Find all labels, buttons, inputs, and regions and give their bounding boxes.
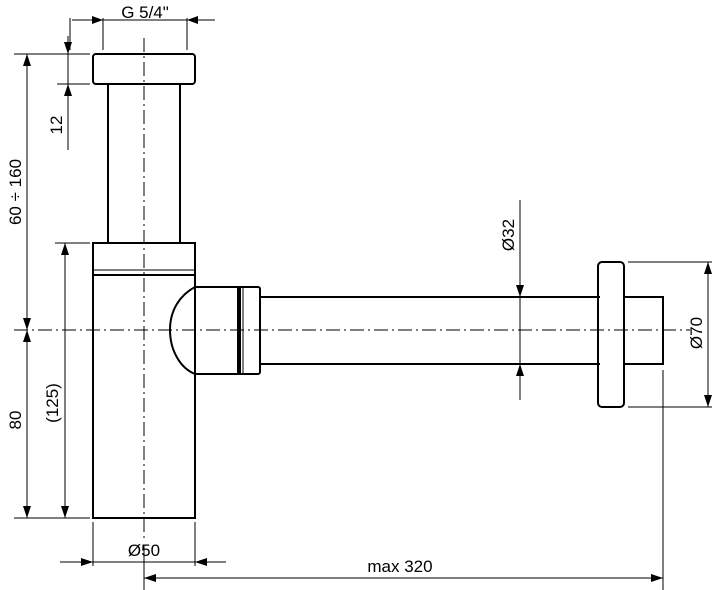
center-lines [14,38,690,540]
dimension-pipe-diameter: Ø32 [499,219,524,376]
dimension-tail-height: 60 ÷ 160 [6,54,31,330]
nut-height-label: 12 [47,116,66,135]
body-height-label: (125) [43,383,62,423]
trap-outline [92,53,664,519]
dimension-body-diameter: Ø50 [60,541,226,566]
outlet-height-label: 80 [6,411,25,430]
max-reach-label: max 320 [367,557,432,576]
dimension-max-reach: max 320 [144,557,663,582]
wall-flange [597,261,625,408]
dimension-thread: G 5/4" [72,3,215,24]
tail-height-label: 60 ÷ 160 [6,159,25,225]
pipe-diameter-label: Ø32 [499,219,518,251]
dimension-outlet-height: 80 [6,330,31,518]
body-diameter-label: Ø50 [128,541,160,560]
dimension-flange-diameter: Ø70 [687,262,712,407]
thread-label: G 5/4" [121,3,169,22]
flange-diameter-label: Ø70 [687,317,706,349]
dimension-body-height: (125) [43,243,69,518]
top-nut [92,53,196,85]
dimension-nut-height: 12 [47,36,72,150]
extension-lines [14,18,712,590]
outlet-elbow [168,286,241,375]
